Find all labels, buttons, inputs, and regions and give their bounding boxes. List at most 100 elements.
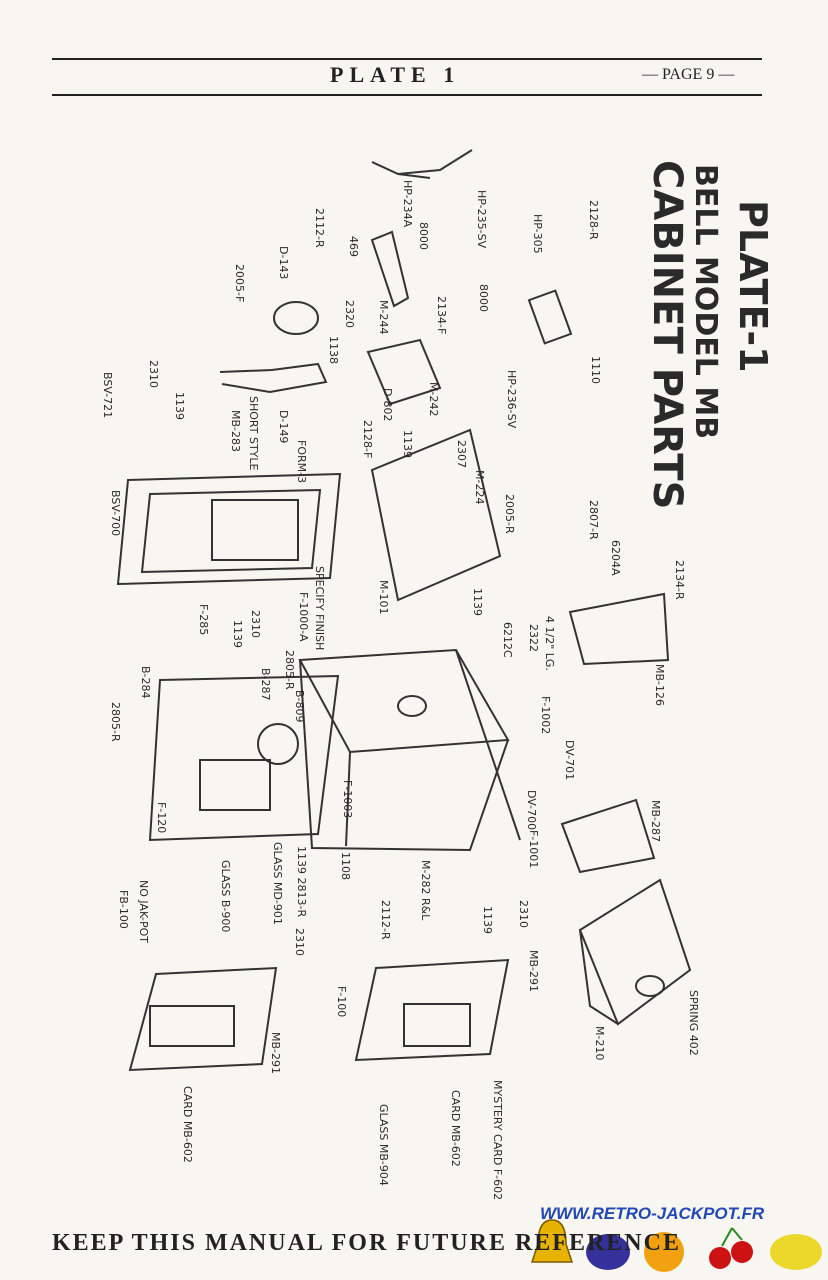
label-2128r: 2128-R <box>587 200 600 240</box>
mechanism-plate <box>370 428 502 602</box>
label-f1000a: F-1000-A <box>297 592 310 642</box>
label-f1002: F-1002 <box>539 696 552 734</box>
label-mb283: MB-283 <box>229 410 242 452</box>
label-2805r-b: 2805-R <box>109 702 122 742</box>
label-card-mb602-b: CARD MB-602 <box>449 1090 462 1167</box>
label-mb126: MB-126 <box>653 664 666 706</box>
label-b809: B-809 <box>293 690 306 723</box>
label-f285: F-285 <box>197 604 210 635</box>
diagram-title-line3: PLATE-1 <box>731 200 775 373</box>
box-part <box>578 878 692 1026</box>
form-3-card <box>211 499 299 561</box>
cylinder-part <box>527 289 573 345</box>
label-1138: 1138 <box>327 336 340 364</box>
label-469: 469 <box>347 236 360 257</box>
label-2805r-a: 2805-R <box>283 650 296 690</box>
label-2322: 2322 <box>527 624 540 652</box>
label-1139-2813r: 1139 2813-R <box>295 846 308 917</box>
label-mystery-card: MYSTERY CARD F-602 <box>491 1080 504 1200</box>
knob-part <box>273 301 319 335</box>
label-2310-e: 2310 <box>293 928 306 956</box>
label-1110: 1110 <box>589 356 602 384</box>
footer-notice: KEEP THIS MANUAL FOR FUTURE REFERENCE <box>52 1230 681 1256</box>
label-1139-top: 1139 <box>173 392 186 420</box>
label-f120: F-120 <box>155 802 168 833</box>
label-d802: D-802 <box>381 388 394 421</box>
lever-part <box>371 149 473 179</box>
label-form3: FORM-3 <box>295 440 308 483</box>
lemon-icon <box>770 1234 822 1270</box>
label-bsv721: BSV-721 <box>101 372 114 418</box>
label-fb100: FB-100 <box>117 890 130 929</box>
label-1139-d: 1139 <box>481 906 494 934</box>
label-1139-mid: 1139 <box>401 430 414 458</box>
top-rule <box>52 58 762 60</box>
door-frame <box>116 472 342 586</box>
label-hp235sv: HP-235-SV <box>475 190 488 249</box>
label-b284: B-284 <box>139 666 152 699</box>
label-2005r: 2005-R <box>503 494 516 534</box>
orange-icon <box>644 1232 684 1272</box>
label-hp236sv: HP-236-SV <box>505 370 518 429</box>
label-6212c: 6212C <box>501 622 514 658</box>
label-2134r: 2134-R <box>673 560 686 600</box>
label-2310-top: 2310 <box>147 360 160 388</box>
header-bottom-rule <box>52 94 762 96</box>
fruit-watermark-logo <box>530 1219 822 1272</box>
label-glass-b900: GLASS B-900 <box>219 860 232 932</box>
label-specify-finish: SPECIFY FINISH <box>313 566 326 650</box>
back-casting <box>128 966 278 1072</box>
label-2807r: 2807-R <box>587 500 600 540</box>
label-glass-md901: GLASS MD-901 <box>271 842 284 925</box>
label-2307: 2307 <box>455 440 468 468</box>
bracket-part <box>370 230 410 308</box>
label-2310-d: 2310 <box>517 900 530 928</box>
diagram-title-line1: CABINET PARTS <box>644 160 690 509</box>
label-m210: M-210 <box>593 1026 606 1060</box>
label-dv700: DV-700 <box>525 790 538 830</box>
plate-bracket-part <box>366 338 442 406</box>
label-2310-c: 2310 <box>249 610 262 638</box>
label-f1003: F-1003 <box>341 780 354 818</box>
label-2134f: 2134-F <box>435 296 448 334</box>
label-6204a: 6204A <box>609 540 622 576</box>
label-d149: D-149 <box>277 410 290 443</box>
source-url[interactable]: WWW.RETRO-JACKPOT.FR <box>540 1204 765 1223</box>
label-2128f: 2128-F <box>361 420 374 458</box>
front-panel-casting <box>354 958 510 1062</box>
label-2112r-b: 2112-R <box>379 900 392 940</box>
cover-plate <box>560 798 656 874</box>
label-no-jak-pot: NO JAK-POT <box>137 880 150 943</box>
handle-part <box>219 362 328 394</box>
label-f100: F-100 <box>335 986 348 1017</box>
page-number: — PAGE 9 — <box>642 66 735 83</box>
cherry-icon <box>709 1247 731 1269</box>
label-f1001: F-1001 <box>527 830 540 868</box>
label-m101: M-101 <box>377 580 390 614</box>
plate-heading: PLATE 1 <box>330 62 461 87</box>
label-b287: B-287 <box>259 668 272 701</box>
front-casting <box>148 674 340 842</box>
label-mb291-a: MB-291 <box>269 1032 282 1074</box>
label-m242: M-242 <box>427 382 440 416</box>
label-glass-mb904: GLASS MB-904 <box>377 1104 390 1186</box>
label-2320: 2320 <box>343 300 356 328</box>
label-1139-c: 1139 <box>231 620 244 648</box>
label-card-mb602-a: CARD MB-602 <box>181 1086 194 1163</box>
label-4-half-lg: 4 1/2" LG. <box>543 616 556 671</box>
label-m244: M-244 <box>377 300 390 334</box>
label-short-style: SHORT STYLE <box>247 396 260 471</box>
label-hp305: HP-305 <box>531 214 544 254</box>
label-1139-b: 1139 <box>471 588 484 616</box>
label-m224: M-224 <box>473 470 486 504</box>
label-8000-b: 8000 <box>477 284 490 312</box>
label-1108: 1108 <box>339 852 352 880</box>
label-mb287: MB-287 <box>649 800 662 842</box>
label-dv701: DV-701 <box>563 740 576 780</box>
label-d143: D-143 <box>277 246 290 279</box>
label-2112r-top: 2112-R <box>313 208 326 248</box>
label-8000-a: 8000 <box>417 222 430 250</box>
plum-icon <box>586 1234 630 1270</box>
label-hp234a: HP-234A <box>401 180 414 228</box>
